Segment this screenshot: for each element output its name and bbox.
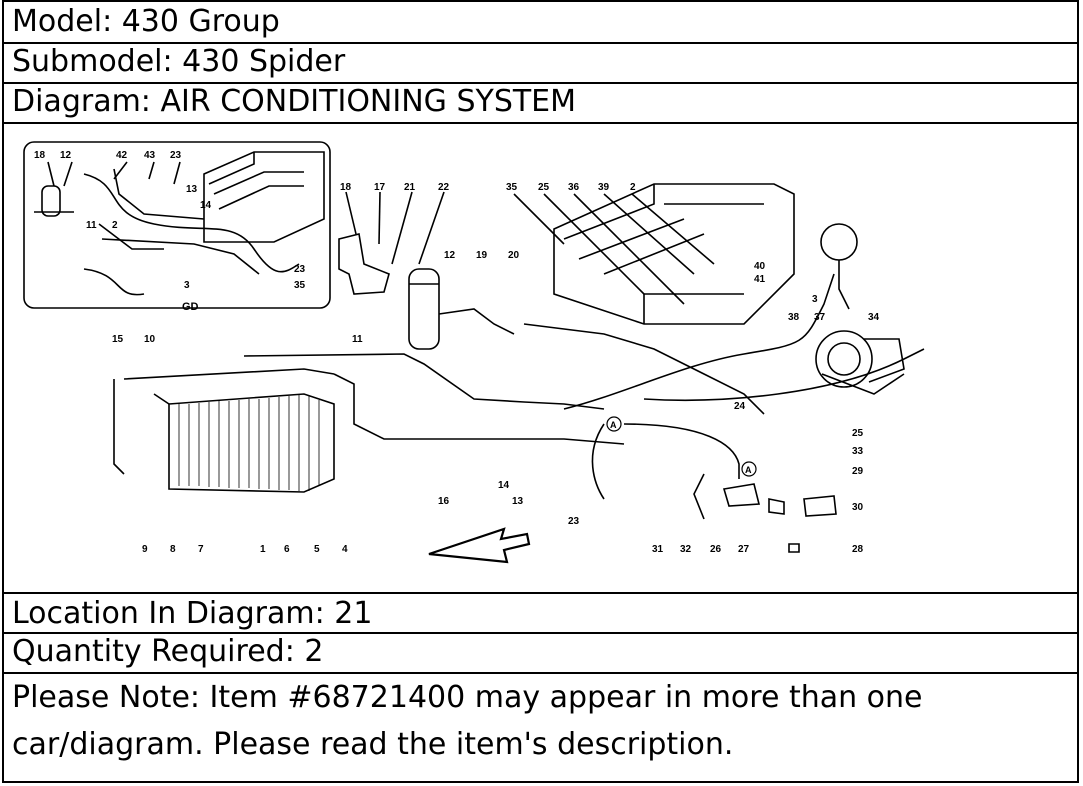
svg-text:32: 32 [680,544,692,555]
svg-text:20: 20 [508,250,520,261]
svg-text:13: 13 [512,496,524,507]
diagram-title-line: Diagram: AIR CONDITIONING SYSTEM [4,84,1077,124]
svg-text:1: 1 [260,544,266,555]
svg-text:25: 25 [538,182,550,193]
svg-text:6: 6 [284,544,290,555]
svg-text:26: 26 [710,544,722,555]
model-line: Model: 430 Group [4,2,1077,44]
svg-text:27: 27 [738,544,750,555]
svg-text:42: 42 [116,150,128,161]
svg-text:10: 10 [144,334,156,345]
svg-text:2: 2 [630,182,636,193]
submodel-line: Submodel: 430 Spider [4,44,1077,84]
svg-text:5: 5 [314,544,320,555]
svg-text:35: 35 [294,280,306,291]
svg-text:23: 23 [170,150,182,161]
svg-text:12: 12 [60,150,72,161]
svg-text:24: 24 [734,401,746,412]
svg-text:40: 40 [754,261,766,272]
svg-text:2: 2 [112,220,118,231]
svg-text:18: 18 [340,182,352,193]
svg-text:29: 29 [852,466,864,477]
svg-text:39: 39 [598,182,610,193]
svg-text:30: 30 [852,502,864,513]
svg-text:8: 8 [170,544,176,555]
quantity-line: Quantity Required: 2 [4,634,1077,674]
svg-text:11: 11 [352,334,363,345]
svg-text:41: 41 [754,274,766,285]
svg-text:43: 43 [144,150,156,161]
svg-text:14: 14 [200,200,212,211]
svg-text:22: 22 [438,182,450,193]
svg-text:25: 25 [852,428,864,439]
svg-text:33: 33 [852,446,864,457]
svg-text:19: 19 [476,250,488,261]
connector-label-a: A [610,420,617,430]
note-text: Please Note: Item #68721400 may appear i… [12,680,923,762]
svg-text:31: 31 [652,544,664,555]
svg-text:3: 3 [812,294,818,305]
svg-text:23: 23 [294,264,306,275]
svg-text:9: 9 [142,544,148,555]
inset-label-gd: GD [182,301,199,313]
svg-text:34: 34 [868,312,880,323]
svg-text:18: 18 [34,150,46,161]
svg-text:4: 4 [342,544,348,555]
svg-text:12: 12 [444,250,456,261]
svg-text:7: 7 [198,544,204,555]
svg-text:38: 38 [788,312,800,323]
inset-box [23,141,331,309]
location-line: Location In Diagram: 21 [4,594,1077,634]
svg-text:13: 13 [186,184,198,195]
svg-text:3: 3 [184,280,190,291]
svg-text:14: 14 [498,480,510,491]
svg-text:16: 16 [438,496,450,507]
svg-text:17: 17 [374,182,386,193]
svg-text:36: 36 [568,182,580,193]
svg-text:23: 23 [568,516,580,527]
svg-text:35: 35 [506,182,518,193]
svg-text:21: 21 [404,182,416,193]
svg-text:11: 11 [86,220,97,231]
svg-text:15: 15 [112,334,124,345]
connector-label-a-2: A [745,465,752,475]
svg-text:37: 37 [814,312,826,323]
svg-text:28: 28 [852,544,864,555]
